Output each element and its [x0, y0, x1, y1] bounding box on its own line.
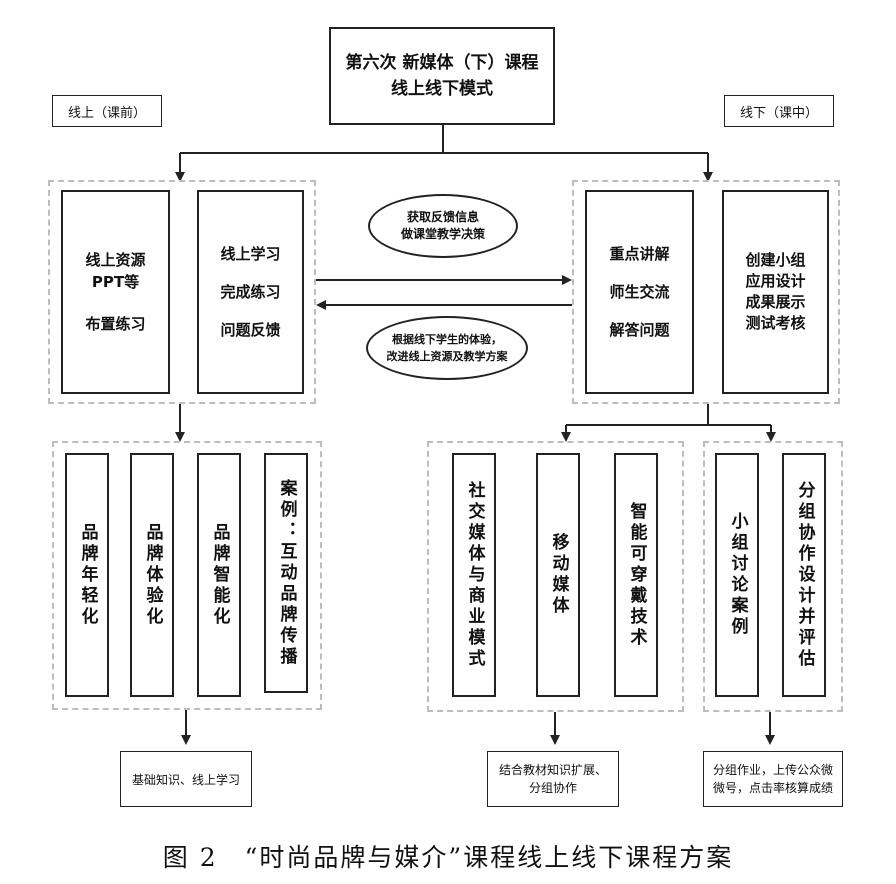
- topics-left-group: [52, 441, 322, 710]
- topics-mid-group: [427, 441, 684, 712]
- title-line-1: 第六次 新媒体（下）课程: [345, 53, 539, 73]
- feedback-top-ellipse: 获取反馈信息 做课堂教学决策: [368, 194, 518, 258]
- outcome-mid-box: 结合教材知识扩展、 分组协作: [487, 751, 619, 807]
- label-offline: 线下（课中）: [724, 95, 834, 127]
- offline-group-box: 创建小组 应用设计 成果展示 测试考核: [722, 190, 829, 394]
- outcome-left-box: 基础知识、线上学习: [120, 751, 252, 807]
- topic-mobile-media: 移动媒体: [536, 453, 580, 697]
- figure-caption: 图 2 “时尚品牌与媒介”课程线上线下课程方案: [162, 843, 734, 872]
- topic-interactive-case: 案例：互动品牌传播: [264, 453, 308, 693]
- online-resources-box: 线上资源 PPT等 布置练习: [61, 190, 170, 394]
- topic-group-discussion: 小组讨论案例: [715, 453, 759, 697]
- topic-wearable: 智能可穿戴技术: [614, 453, 658, 697]
- topics-right-group: [703, 441, 843, 712]
- online-group: [48, 180, 316, 404]
- feedback-bottom-ellipse: 根据线下学生的体验， 改进线上资源及教学方案: [366, 316, 528, 380]
- offline-group: [572, 180, 840, 404]
- topic-social-media: 社交媒体与商业模式: [452, 453, 496, 697]
- title-line-2: 线上线下模式: [390, 79, 493, 99]
- label-online: 线上（课前）: [52, 95, 162, 127]
- online-learning-box: 线上学习 完成练习 问题反馈: [197, 190, 304, 394]
- topic-group-design: 分组协作设计并评估: [782, 453, 826, 697]
- topic-brand-experience: 品牌体验化: [130, 453, 174, 697]
- title-box: 第六次 新媒体（下）课程 线上线下模式: [329, 27, 555, 125]
- topic-brand-youth: 品牌年轻化: [65, 453, 109, 697]
- offline-teaching-box: 重点讲解 师生交流 解答问题: [585, 190, 694, 394]
- outcome-right-box: 分组作业，上传公众微 微号，点击率核算成绩: [703, 751, 843, 807]
- topic-brand-intelligent: 品牌智能化: [197, 453, 241, 697]
